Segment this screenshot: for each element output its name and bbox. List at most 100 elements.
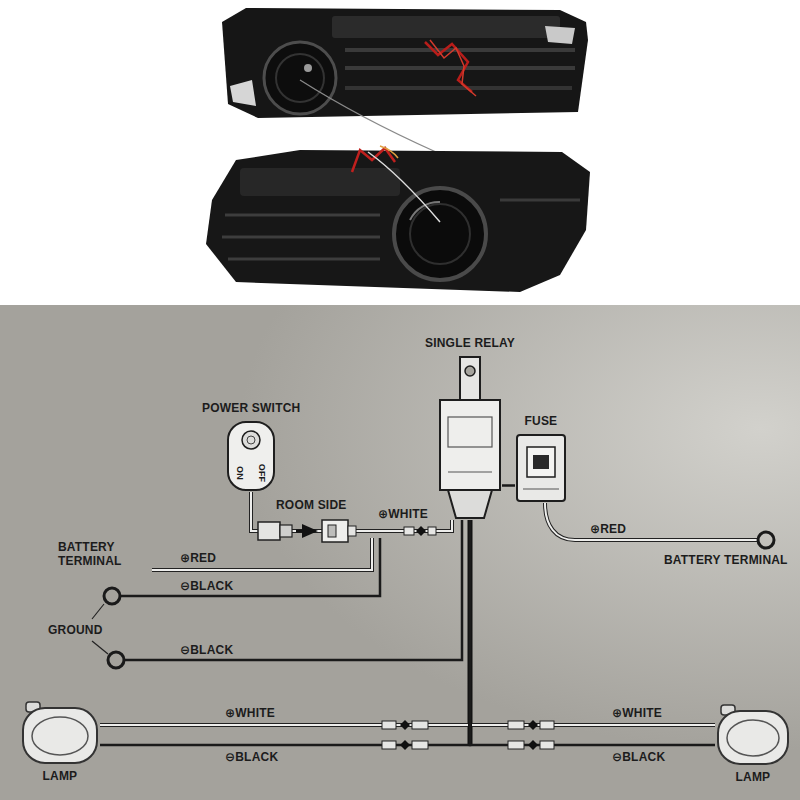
switch-on-mark: ON	[235, 466, 245, 480]
wire-connector-plug	[382, 741, 396, 749]
wire	[152, 538, 372, 570]
switch-knob	[242, 431, 260, 449]
wire-connector-plug	[508, 721, 524, 729]
wire	[121, 538, 380, 596]
lamp-housing	[23, 708, 97, 763]
upper-grille	[430, 40, 476, 96]
wire	[152, 538, 372, 570]
power-switch-outline	[226, 420, 276, 492]
ring-terminal	[104, 532, 774, 668]
photo-ground	[0, 0, 800, 305]
relay-tab-hole	[465, 366, 475, 376]
lamp-label: LAMP	[43, 769, 78, 783]
relay-tab	[460, 357, 480, 405]
ring-terminal	[104, 588, 120, 604]
lamp-label: LAMP	[736, 770, 771, 784]
wire-connector-plug	[412, 741, 428, 749]
relay-detail	[448, 471, 492, 472]
ground-label: GROUND	[48, 623, 103, 637]
wire-color-label: ⊕RED	[180, 551, 216, 565]
lamp-lens	[727, 720, 779, 756]
switch-off-mark: OFF	[257, 464, 267, 483]
lower-grille	[380, 146, 398, 158]
plug-connector	[328, 525, 336, 537]
plug-connector	[416, 526, 426, 536]
lower-grille	[228, 258, 380, 261]
wire-connector-plug	[412, 721, 428, 729]
wire-connector	[502, 485, 515, 486]
upper-grille	[332, 16, 560, 38]
fog-lamp: LAMP	[715, 703, 791, 767]
wire	[545, 503, 757, 540]
relay-body	[440, 400, 500, 490]
upper-grille	[300, 80, 436, 152]
wire-connector-plug	[400, 740, 410, 750]
fog-lamp-outline	[715, 703, 791, 767]
lower-grille	[368, 152, 440, 222]
upper-grille	[545, 26, 575, 44]
upper-grille	[222, 8, 588, 152]
relay-outline	[438, 355, 502, 520]
fuse-element	[533, 455, 549, 469]
wire-color-label: ⊕WHITE	[225, 706, 275, 720]
plug-connector	[428, 527, 436, 535]
leader-line	[92, 604, 104, 619]
switch-knob	[247, 436, 255, 444]
connector-label: ROOM SIDE	[276, 498, 346, 512]
wire-connector-plug	[382, 721, 396, 729]
lower-grille	[206, 150, 590, 292]
wire-connector-plug	[540, 721, 554, 729]
fuse-holder-outline	[515, 433, 567, 503]
switch-body	[228, 422, 274, 490]
switch-label: POWER SWITCH	[202, 401, 300, 415]
wire	[100, 503, 757, 745]
fuse-label: FUSE	[525, 414, 558, 428]
wire	[545, 503, 757, 540]
upper-grille	[304, 64, 312, 72]
upper-grille	[264, 42, 336, 114]
wire-connector-plug	[528, 740, 538, 750]
upper-grille	[276, 54, 324, 102]
relay-socket	[448, 490, 492, 518]
relay-label: SINGLE RELAY	[425, 336, 515, 350]
battery-terminal-label: BATTERY TERMINAL	[58, 540, 144, 568]
fog-lamp-outline	[20, 700, 100, 766]
lower-grille	[394, 188, 486, 280]
ring-terminal	[758, 532, 774, 548]
plug-connector	[302, 524, 318, 538]
wire-connector-plug	[528, 720, 538, 730]
diagram-ground	[0, 305, 800, 800]
wire-color-label: ⊖BLACK	[612, 750, 665, 764]
power-switch: POWER SWITCHONOFF	[226, 420, 276, 492]
wire-color-label: ⊕RED	[590, 522, 626, 536]
fuse-detail	[523, 488, 559, 489]
lower-grille	[500, 199, 580, 202]
wire-connector-plug	[540, 741, 554, 749]
wire-color-label: ⊕WHITE	[612, 706, 662, 720]
fuse-holder: FUSE	[515, 433, 567, 503]
fuse-body	[517, 435, 565, 501]
wire-connector	[100, 520, 470, 745]
ring-terminal	[108, 652, 124, 668]
lower-grille	[240, 168, 400, 196]
fog-lamp: LAMP	[20, 700, 100, 766]
lamp-lens	[32, 717, 88, 755]
relay-detail	[448, 417, 492, 447]
wire	[125, 520, 462, 660]
lower-grille	[206, 146, 590, 292]
lower-grille	[222, 236, 380, 239]
lower-grille	[410, 204, 470, 264]
lower-grille	[225, 214, 380, 217]
upper-grille	[345, 86, 572, 90]
upper-grille	[230, 80, 256, 106]
wire-color-label: ⊖BLACK	[180, 643, 233, 657]
plug-connector	[404, 527, 414, 535]
upper-grille	[425, 42, 472, 92]
battery-terminal-label: BATTERY TERMINAL	[664, 553, 788, 567]
wire-connector	[100, 520, 470, 745]
wire-color-label: ⊕WHITE	[378, 507, 428, 521]
upper-grille	[222, 8, 588, 118]
